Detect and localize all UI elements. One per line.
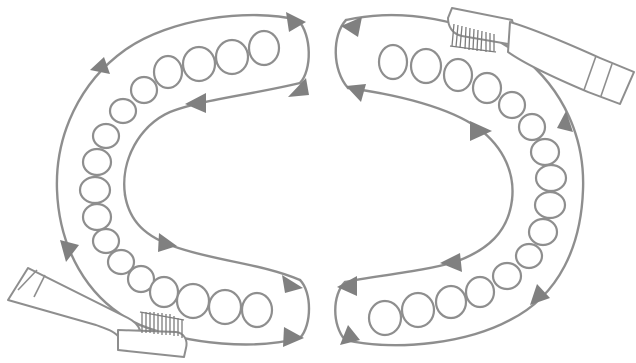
- arrow-icon: [90, 57, 110, 74]
- tooth: [493, 263, 521, 289]
- tooth: [436, 286, 466, 318]
- left-lower-return-path: [300, 280, 309, 338]
- toothbrush-handle: [8, 268, 140, 336]
- tooth: [242, 293, 272, 327]
- arrow-icon: [185, 93, 206, 113]
- right-inner-lower-path: [345, 200, 512, 282]
- tooth: [402, 293, 434, 327]
- tooth: [519, 114, 545, 140]
- right-lower-return-path: [335, 282, 345, 340]
- toothbrush-head: [118, 330, 187, 357]
- tooth: [529, 219, 557, 245]
- arrow-icon: [440, 253, 462, 272]
- arrow-icon: [158, 233, 177, 252]
- tooth: [379, 45, 407, 79]
- left-teeth: [80, 31, 279, 327]
- tooth: [183, 47, 215, 81]
- right-arch: [335, 8, 634, 345]
- left-arch: [8, 12, 309, 357]
- tooth: [150, 277, 178, 307]
- tooth: [536, 165, 566, 191]
- right-upper-return-path: [336, 20, 348, 88]
- arrow-icon: [337, 276, 357, 296]
- tooth: [93, 124, 119, 148]
- tooth: [209, 290, 241, 324]
- tooth: [411, 49, 441, 83]
- left-inner-lower-path: [125, 195, 300, 280]
- arrow-icon: [288, 78, 309, 97]
- tooth: [499, 92, 525, 118]
- tooth: [535, 192, 565, 218]
- tooth: [516, 244, 542, 268]
- tooth: [80, 177, 110, 203]
- tooth: [83, 149, 111, 175]
- tooth: [131, 77, 157, 103]
- arrow-icon: [530, 284, 550, 305]
- tooth: [369, 301, 401, 335]
- arrow-icon: [346, 84, 366, 102]
- tooth: [249, 31, 279, 65]
- tooth: [531, 139, 559, 165]
- tooth: [83, 204, 111, 230]
- tooth: [444, 59, 472, 91]
- tooth: [93, 229, 119, 253]
- tooth: [177, 284, 209, 318]
- tooth: [466, 277, 494, 307]
- arrow-icon: [60, 240, 79, 262]
- arrow-icon: [283, 327, 304, 347]
- toothbrush-handle: [508, 22, 634, 104]
- tooth: [154, 56, 182, 88]
- right-inner-upper-path: [348, 88, 513, 200]
- tooth: [473, 73, 501, 103]
- tooth: [110, 99, 136, 123]
- left-upper-return-path: [298, 20, 309, 83]
- tooth: [216, 40, 248, 74]
